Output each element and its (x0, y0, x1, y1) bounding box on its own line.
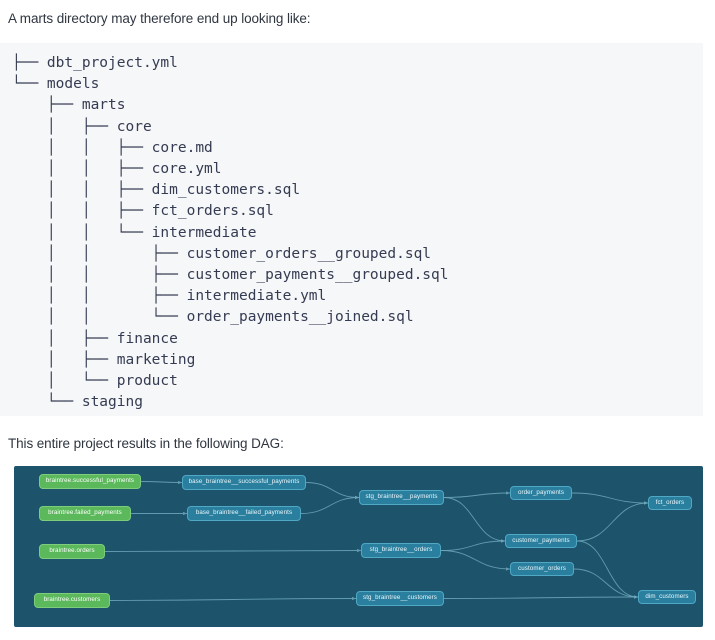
dag-edge-stg_braintree_customers-to-dim_customers (443, 595, 639, 599)
dag-node-order_payments[interactable]: order_payments (510, 486, 572, 500)
dag-edge-base_braintree_successful_payments-to-stg_braintree_payments (305, 482, 360, 500)
dag-visualization[interactable]: braintree.successful_payments braintree.f… (14, 466, 703, 627)
dag-edge-stg_braintree_payments-to-order_payments (443, 491, 511, 498)
dag-node-base_braintree_failed_payments[interactable]: base_braintree__failed_payments (187, 506, 301, 521)
dag-node-dim_customers[interactable]: dim_customers (638, 590, 696, 604)
dag-node-braintree_orders[interactable]: braintree.orders (39, 544, 105, 559)
dag-node-customer_orders[interactable]: customer_orders (510, 562, 574, 576)
dag-node-braintree_failed_payments[interactable]: braintree.failed_payments (39, 506, 131, 521)
dag-node-customer_payments[interactable]: customer_payments (505, 534, 577, 548)
tree-caption: A marts directory may therefore end up l… (8, 11, 311, 26)
dag-edge-stg_braintree_orders-to-customer_payments (440, 539, 506, 551)
dag-edge-order_payments-to-fct_orders (571, 492, 649, 505)
dag-edge-stg_braintree_payments-to-customer_payments (443, 497, 506, 543)
dag-node-base_braintree_successful_payments[interactable]: base_braintree__successful_payments (182, 475, 306, 490)
dag-edge-braintree_customers-to-stg_braintree_customers (109, 596, 357, 601)
dag-edge-customer_payments-to-dim_customers (576, 540, 639, 599)
dag-node-braintree_successful_payments[interactable]: braintree.successful_payments (39, 474, 141, 489)
dag-edge-base_braintree_failed_payments-to-stg_braintree_payments (300, 495, 360, 514)
dag-node-stg_braintree_orders[interactable]: stg_braintree__orders (361, 543, 441, 558)
dag-edge-stg_braintree_orders-to-customer_orders (440, 550, 511, 571)
directory-tree-code-block: ├── dbt_project.yml └── models ├── marts… (0, 43, 703, 416)
dag-node-braintree_customers[interactable]: braintree.customers (34, 593, 110, 608)
dag-caption: This entire project results in the follo… (8, 436, 284, 451)
dag-node-stg_braintree_customers[interactable]: stg_braintree__customers (356, 591, 444, 606)
dag-edge-braintree_orders-to-stg_braintree_orders (104, 548, 362, 553)
dag-edge-braintree_successful_payments-to-base_braintree_successful_payments (140, 480, 183, 485)
dag-node-stg_braintree_payments[interactable]: stg_braintree__payments (359, 490, 444, 505)
directory-tree-content: ├── dbt_project.yml └── models ├── marts… (12, 55, 449, 411)
dag-edge-customer_payments-to-fct_orders (576, 501, 649, 542)
dag-edge-customer_orders-to-dim_customers (573, 568, 639, 599)
dag-node-fct_orders[interactable]: fct_orders (648, 496, 692, 510)
dag-edge-layer (104, 480, 649, 601)
